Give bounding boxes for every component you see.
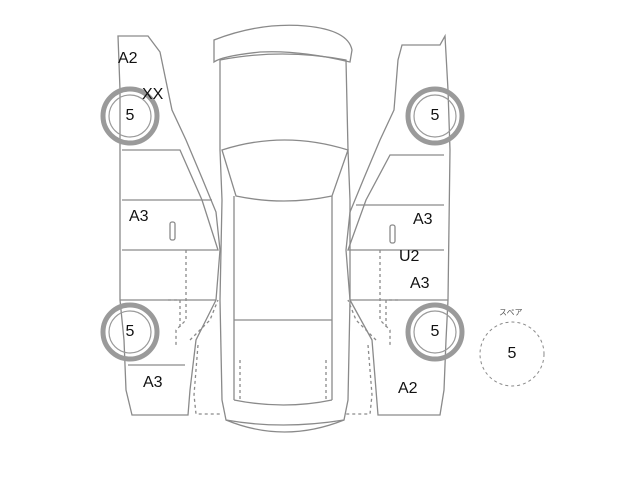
tire-front-right-ring bbox=[405, 86, 465, 146]
tire-rear-left-value: 5 bbox=[125, 323, 135, 340]
spare-tire-value: 5 bbox=[507, 345, 517, 362]
damage-mark-right-rear-door-lower: A3 bbox=[410, 275, 430, 292]
tire-front-left-ring bbox=[100, 86, 160, 146]
tire-rear-right-ring bbox=[405, 302, 465, 362]
tire-front-left-value: 5 bbox=[125, 107, 135, 124]
spare-caption: スペア bbox=[499, 308, 523, 317]
damage-mark-right-rear-door-upper: U2 bbox=[399, 248, 420, 265]
damage-mark-left-front-wheel: XX bbox=[142, 86, 164, 103]
damage-mark-left-rear-quarter: A3 bbox=[143, 374, 163, 391]
right-side-view bbox=[344, 33, 451, 416]
tire-rings bbox=[100, 86, 465, 362]
damage-mark-right-rear-quarter: A2 bbox=[398, 380, 418, 397]
damage-mark-left-front-fender: A2 bbox=[118, 50, 138, 67]
tire-rear-right-value: 5 bbox=[430, 323, 440, 340]
tire-rear-left-ring bbox=[100, 302, 160, 362]
center-top-view bbox=[213, 24, 353, 433]
left-side-view bbox=[117, 35, 222, 416]
damage-mark-left-front-door: A3 bbox=[129, 208, 149, 225]
spare-tire-circle bbox=[479, 321, 545, 387]
damage-mark-right-front-door: A3 bbox=[413, 211, 433, 228]
tire-front-right-value: 5 bbox=[430, 107, 440, 124]
